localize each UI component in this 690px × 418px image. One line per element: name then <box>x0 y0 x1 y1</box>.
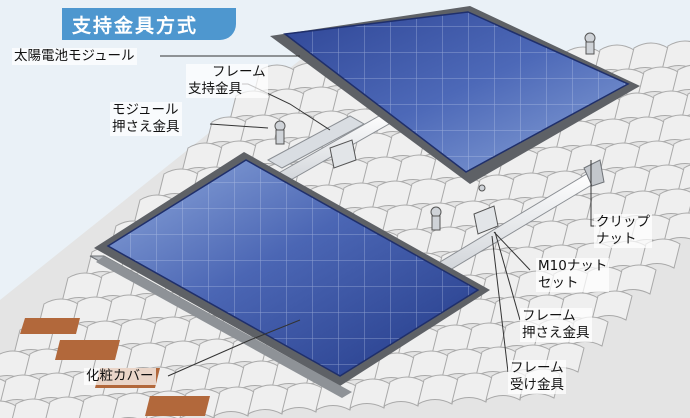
label-cosmetic-cover: 化粧カバー <box>84 368 156 385</box>
roof-tile <box>0 400 17 418</box>
roof-tile <box>112 392 153 418</box>
label-m10-nut-set: M10ナット セット <box>536 258 610 292</box>
roof-tile <box>591 290 633 321</box>
clamp-bolts <box>274 32 596 235</box>
title-tab <box>62 8 236 40</box>
roof-tile <box>663 212 690 243</box>
label-solar-module: 太陽電池モジュール <box>12 48 137 65</box>
cosmetic-cover <box>89 255 352 398</box>
lower-solar-panel <box>94 152 490 386</box>
roof-tile <box>11 398 51 418</box>
roof-tile <box>78 394 119 418</box>
label-frame-receiver: フレーム 受け金具 <box>508 360 566 394</box>
roof-tile <box>281 382 323 413</box>
label-module-clamp: モジュール 押さえ金具 <box>110 102 182 136</box>
roof-tile <box>45 396 85 418</box>
roof-tile <box>349 378 391 409</box>
roof-tile <box>213 386 255 417</box>
roof-tile <box>451 372 493 403</box>
upper-solar-panel <box>270 6 640 184</box>
label-clip-nut: クリップ ナット <box>594 214 652 248</box>
roof-tile <box>383 376 425 407</box>
roof-tile <box>661 40 690 71</box>
roof-tile <box>671 64 690 95</box>
roof-tile <box>667 138 690 169</box>
roof-tile <box>657 114 690 145</box>
roof-tile <box>681 92 690 119</box>
roof-tile <box>615 264 657 295</box>
roof-tile <box>677 164 690 193</box>
label-frame-support: フレーム 支持金具 <box>186 64 268 98</box>
roof-tile <box>247 384 289 415</box>
roof-tile <box>417 374 459 405</box>
diagram-title: 支持金具方式 <box>72 15 199 37</box>
label-frame-clamp: フレーム 押さえ金具 <box>520 308 592 342</box>
